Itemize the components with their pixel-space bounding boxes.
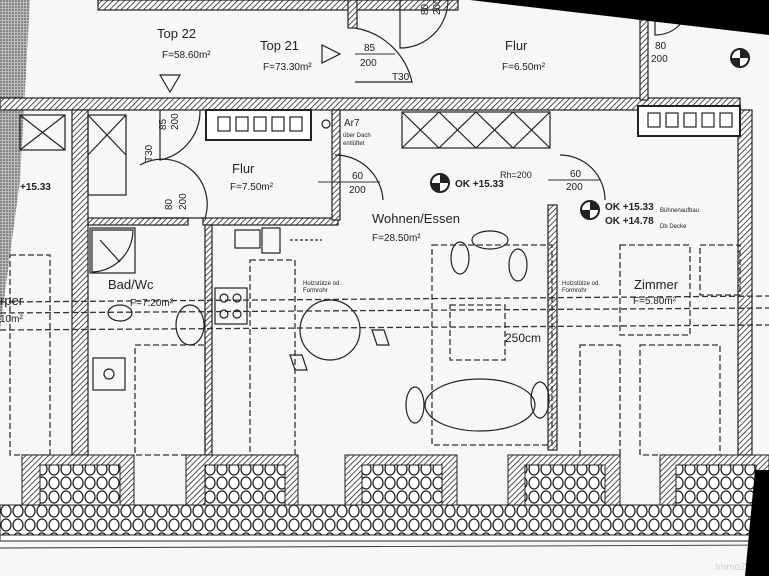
scan-corner-bottom <box>745 470 769 576</box>
post-note: Formrohr <box>562 288 587 294</box>
post-note: Holzstütze od. <box>303 281 341 287</box>
room-area-zimmer-left: 10m² <box>0 314 23 325</box>
room-area-zimmer: F=5.80m² <box>633 296 677 307</box>
scan-shadow <box>0 0 30 330</box>
rh-note: Rh=200 <box>500 170 532 180</box>
door-height: 200 <box>349 185 366 196</box>
facade-wall <box>0 454 769 549</box>
door-height: 200 <box>170 113 181 130</box>
level-wohnen: OK +15.33 <box>455 179 504 190</box>
door-dimensions: 85 200 T30 80 200 80 200 85 200 T30 80 2… <box>144 0 668 210</box>
vent-note: entlüftet <box>343 141 365 147</box>
door-width: 60 <box>570 169 582 180</box>
room-name-flur-top: Flur <box>505 38 528 53</box>
level-buehne: OK +15.33 <box>605 202 654 213</box>
room-name-flur: Flur <box>232 161 255 176</box>
room-name-top22: Top 22 <box>157 26 196 41</box>
room-area-top22: F=58.60m² <box>162 50 211 61</box>
level-left: +15.33 <box>20 182 51 193</box>
room-area-flur: F=7.50m² <box>230 182 274 193</box>
watermark: ImmoZ <box>715 562 746 573</box>
room-area-flur-top: F=6.50m² <box>502 62 546 73</box>
door-width: 85 <box>364 43 376 54</box>
scan-corner-top <box>470 0 769 35</box>
door-rating: T30 <box>144 144 155 162</box>
chimney-shaft <box>205 105 741 141</box>
annotations: +15.33 OK +15.33 Rh=200 OK +15.33 Bühnen… <box>20 118 746 573</box>
decke-note: Db Decke <box>660 224 687 230</box>
post-note: Formrohr <box>303 288 328 294</box>
door-rating: T30 <box>392 72 410 83</box>
storage-cabinets <box>19 111 551 196</box>
fixtures <box>89 227 550 432</box>
door-height: 200 <box>432 0 443 15</box>
span-label: 250cm <box>505 331 541 345</box>
door-width: 60 <box>352 171 364 182</box>
door-width: 85 <box>158 118 169 130</box>
room-labels: Top 22 F=58.60m² Top 21 F=73.30m² Flur F… <box>0 26 679 325</box>
door-height: 200 <box>566 182 583 193</box>
vent-label: Ar7 <box>344 118 360 129</box>
door-height: 200 <box>178 193 189 210</box>
vent-note: über Dach <box>343 133 371 139</box>
room-area-bad: F=7.20m² <box>130 298 174 309</box>
room-name-top21: Top 21 <box>260 38 299 53</box>
room-area-wohnen: F=28.50m² <box>372 233 421 244</box>
room-name-zimmer: Zimmer <box>634 277 679 292</box>
room-name-wohnen: Wohnen/Essen <box>372 211 460 226</box>
room-name-bad: Bad/Wc <box>108 277 154 292</box>
door-width: 80 <box>655 41 667 52</box>
room-name-zimmer-left: rper <box>0 293 24 308</box>
dashed-elements <box>0 244 769 456</box>
level-decke: OK +14.78 <box>605 216 654 227</box>
level-markers <box>158 44 750 220</box>
buehne-note: Bühnenaufbau <box>660 208 699 214</box>
door-width: 80 <box>164 198 175 210</box>
post-note: Holzstütze od. <box>562 281 600 287</box>
door-height: 200 <box>360 58 377 69</box>
room-area-top21: F=73.30m² <box>263 62 312 73</box>
door-height: 200 <box>651 54 668 65</box>
door-width: 80 <box>420 3 431 15</box>
